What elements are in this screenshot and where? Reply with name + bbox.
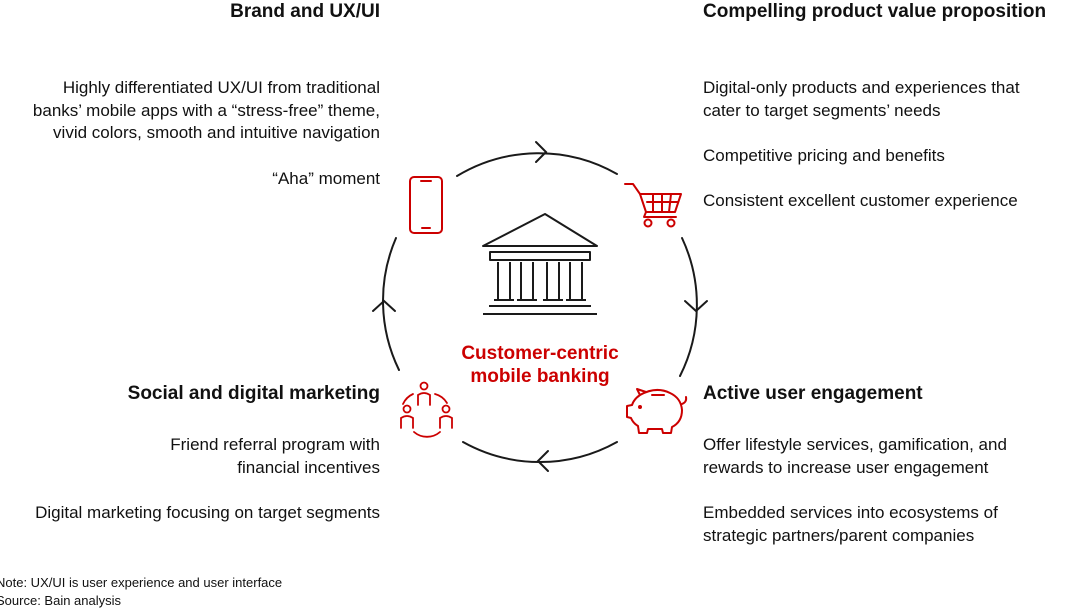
center-label-line-2: mobile banking <box>470 366 610 387</box>
value-proposition-heading: Compelling product value proposition <box>703 1 1047 22</box>
brand-ux-point-2: “Aha” moment <box>272 169 380 188</box>
social-marketing-point-1: Friend referral program with financial i… <box>170 435 380 477</box>
cycle-arc-right <box>679 237 698 377</box>
value-proposition-point-3: Consistent excellent customer experience <box>703 191 1018 210</box>
brand-ux-heading: Brand and UX/UI <box>230 1 380 22</box>
social-marketing-point-2: Digital marketing focusing on target seg… <box>35 503 380 522</box>
value-proposition-point-1: Digital-only products and experiences th… <box>703 78 1020 120</box>
arrow-left <box>372 299 396 312</box>
bank-building-icon <box>482 213 598 315</box>
arrow-top <box>535 141 548 163</box>
arrow-right <box>684 300 708 313</box>
shopping-cart-icon <box>624 183 682 228</box>
center-label: Customer-centric mobile banking <box>410 342 670 388</box>
cycle-arc-left <box>382 237 400 371</box>
people-network-icon <box>400 381 453 438</box>
piggy-bank-icon <box>626 388 688 434</box>
arrow-bottom <box>536 450 549 472</box>
center-label-line-1: Customer-centric <box>461 343 619 364</box>
footnote-note: Note: UX/UI is user experience and user … <box>0 575 283 590</box>
cycle-arc-top <box>456 152 618 177</box>
value-proposition-point-2: Competitive pricing and benefits <box>703 146 945 165</box>
social-marketing-heading: Social and digital marketing <box>127 383 380 404</box>
user-engagement-point-2: Embedded services into ecosystems of str… <box>703 503 998 545</box>
footnote-source: Source: Bain analysis <box>0 593 122 608</box>
brand-ux-point-1: Highly differentiated UX/UI from traditi… <box>32 78 380 142</box>
smartphone-icon <box>409 176 443 234</box>
user-engagement-point-1: Offer lifestyle services, gamification, … <box>703 435 1007 477</box>
user-engagement-heading: Active user engagement <box>703 383 923 404</box>
